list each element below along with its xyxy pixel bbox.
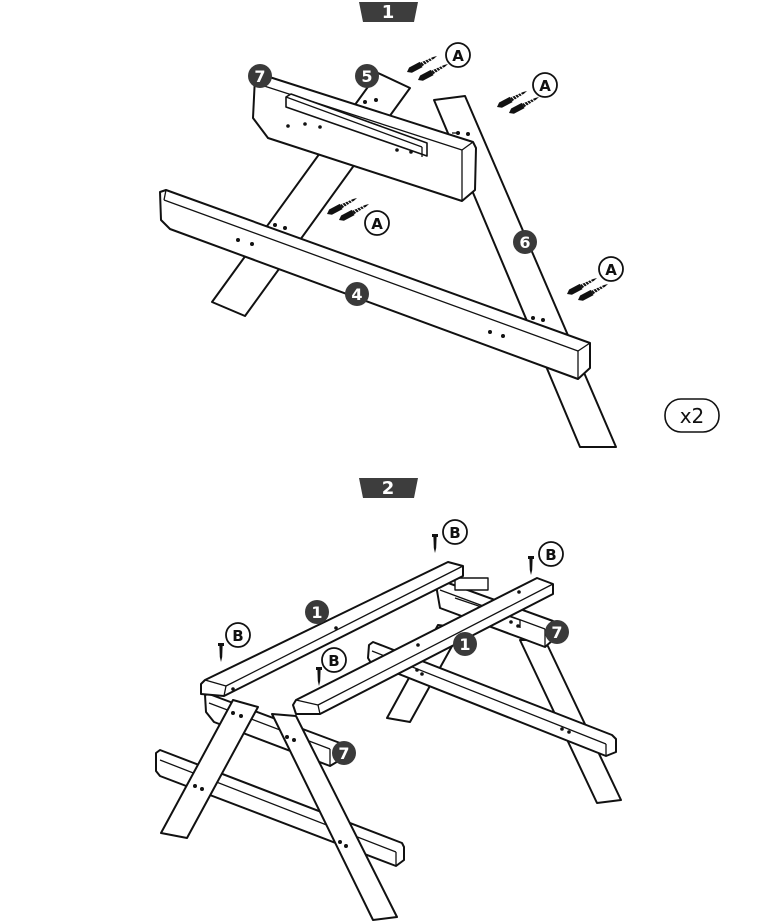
step-2: 2	[155, 478, 622, 921]
step-2-number: 2	[382, 478, 395, 499]
step-1-header: 1	[359, 2, 418, 23]
top-board-right	[292, 577, 554, 715]
nail-b-2: B	[528, 541, 564, 575]
svg-text:B: B	[545, 546, 556, 564]
front-frame	[155, 693, 405, 921]
step-2-header: 2	[359, 478, 418, 499]
svg-text:B: B	[232, 627, 243, 645]
top-board-left	[200, 561, 464, 697]
part-badge-5: 5	[355, 64, 379, 88]
brace-4	[159, 189, 591, 380]
part-badge-6: 6	[513, 230, 537, 254]
svg-text:A: A	[539, 77, 551, 95]
part-badge-7-rear: 7	[545, 620, 569, 644]
part-badge-7: 7	[248, 64, 272, 88]
brace-7	[252, 73, 477, 202]
part-badge-4: 4	[345, 282, 369, 306]
screw-set-a-2: A	[495, 72, 558, 117]
part-badge-1-right: 1	[453, 632, 477, 656]
svg-text:7: 7	[338, 744, 349, 763]
svg-text:1: 1	[459, 635, 470, 654]
part-badge-1-left: 1	[305, 600, 329, 624]
step-1: 1	[159, 2, 720, 448]
nail-b-4: B	[316, 647, 347, 686]
svg-text:B: B	[449, 524, 460, 542]
svg-text:5: 5	[361, 67, 372, 86]
svg-text:x2: x2	[680, 404, 705, 428]
nail-b-3: B	[218, 622, 251, 662]
svg-text:4: 4	[351, 285, 362, 304]
svg-text:7: 7	[551, 623, 562, 642]
screw-set-a-1: A	[405, 42, 471, 84]
svg-text:7: 7	[254, 67, 265, 86]
step-1-number: 1	[382, 2, 395, 23]
svg-text:A: A	[605, 261, 617, 279]
svg-text:A: A	[371, 215, 383, 233]
screw-set-a-4: A	[565, 256, 624, 304]
part-badge-7-front: 7	[332, 741, 356, 765]
screw-set-a-3: A	[325, 194, 390, 236]
svg-text:B: B	[328, 652, 339, 670]
svg-text:1: 1	[311, 603, 322, 622]
svg-text:6: 6	[519, 233, 530, 252]
quantity-badge: x2	[664, 398, 720, 433]
svg-text:A: A	[452, 47, 464, 65]
nail-b-1: B	[432, 519, 468, 553]
